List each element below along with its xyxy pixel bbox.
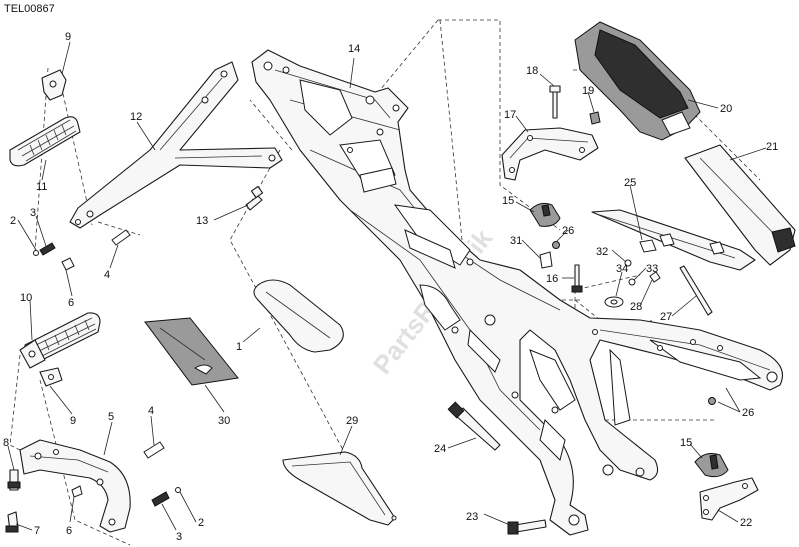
callout-26: 26 — [562, 225, 574, 237]
callout-3: 3 — [30, 207, 36, 219]
nut-33 — [628, 278, 636, 286]
callout-8: 8 — [3, 437, 9, 449]
seat-pad-21 — [684, 144, 796, 266]
footpeg-pin-upper — [111, 229, 131, 246]
rubber-pad — [253, 279, 344, 353]
callout-26-lower: 26 — [742, 407, 754, 419]
callout-2-lower: 2 — [198, 517, 204, 529]
subframe-bolt-long — [447, 401, 501, 451]
callout-18: 18 — [526, 65, 538, 77]
clip-lower — [71, 485, 83, 498]
callout-21: 21 — [766, 141, 778, 153]
stud-16 — [571, 264, 583, 293]
footpeg-pin-lower — [143, 441, 165, 459]
callout-17: 17 — [504, 109, 516, 121]
screw-32 — [624, 259, 632, 267]
callout-24: 24 — [434, 443, 446, 455]
callout-5: 5 — [108, 411, 114, 423]
callout-34: 34 — [616, 263, 628, 275]
callout-27: 27 — [660, 311, 672, 323]
manual-booklet — [144, 317, 239, 386]
rider-footpeg-bracket — [69, 61, 283, 229]
callout-16: 16 — [546, 273, 558, 285]
callout-31: 31 — [510, 235, 522, 247]
nut-19 — [589, 111, 601, 125]
bracket-screw — [245, 185, 264, 211]
storage-case-20 — [574, 21, 701, 141]
diagram-code: TEL00867 — [4, 3, 55, 15]
callout-15: 15 — [502, 195, 514, 207]
screw-7 — [5, 511, 19, 533]
frame-cover — [282, 451, 397, 526]
callout-6: 6 — [68, 297, 74, 309]
washer-26-upper — [552, 241, 560, 249]
footpeg-rubber-upper — [9, 116, 81, 167]
subframe-bolt-short — [507, 519, 547, 535]
footpeg-rubber-lower — [19, 312, 101, 369]
bracket-22 — [699, 477, 759, 521]
rod-27 — [679, 265, 713, 316]
rear-subframe — [251, 49, 784, 536]
callout-1: 1 — [236, 341, 242, 353]
callout-20: 20 — [720, 103, 732, 115]
callout-32: 32 — [596, 246, 608, 258]
bracket-screw-18 — [549, 85, 561, 119]
callout-3-lower: 3 — [176, 531, 182, 543]
callout-22: 22 — [740, 517, 752, 529]
callout-14: 14 — [348, 43, 360, 55]
callout-29: 29 — [346, 415, 358, 427]
washer-34 — [604, 296, 624, 308]
callout-9-lower: 9 — [70, 415, 76, 427]
callout-33: 33 — [646, 263, 658, 275]
callout-10: 10 — [20, 292, 32, 304]
footpeg-pivot-upper — [41, 69, 67, 101]
detent-spring-upper — [33, 242, 56, 256]
callout-4: 4 — [104, 269, 110, 281]
callout-labels: 9 11 2 3 12 13 4 6 10 9 1 30 5 4 8 7 6 3… — [3, 31, 778, 543]
footpeg-pivot-lower — [39, 367, 63, 387]
callout-25: 25 — [624, 177, 636, 189]
screw-8 — [7, 469, 21, 491]
screw-28 — [649, 271, 661, 283]
rubber-mount-lower — [694, 453, 729, 478]
callout-23: 23 — [466, 511, 478, 523]
clip-31 — [539, 251, 553, 269]
washer-26-lower — [708, 397, 716, 405]
callout-19: 19 — [582, 85, 594, 97]
plate-25 — [591, 209, 756, 271]
callout-15-lower: 15 — [680, 437, 692, 449]
mount-bracket — [501, 127, 599, 181]
callout-2: 2 — [10, 215, 16, 227]
callout-13: 13 — [196, 215, 208, 227]
callout-11: 11 — [36, 181, 47, 193]
clip-upper — [61, 257, 75, 271]
callout-30: 30 — [218, 415, 230, 427]
callout-9: 9 — [65, 31, 71, 43]
callout-28: 28 — [630, 301, 642, 313]
callout-7: 7 — [34, 525, 40, 537]
leader-lines — [7, 41, 767, 531]
passenger-footpeg-bracket — [19, 439, 131, 533]
callout-4-lower: 4 — [148, 405, 154, 417]
callout-6-lower: 6 — [66, 525, 72, 537]
callout-12: 12 — [130, 111, 142, 123]
detent-spring-lower — [151, 487, 181, 507]
rubber-mount-upper — [529, 202, 561, 227]
